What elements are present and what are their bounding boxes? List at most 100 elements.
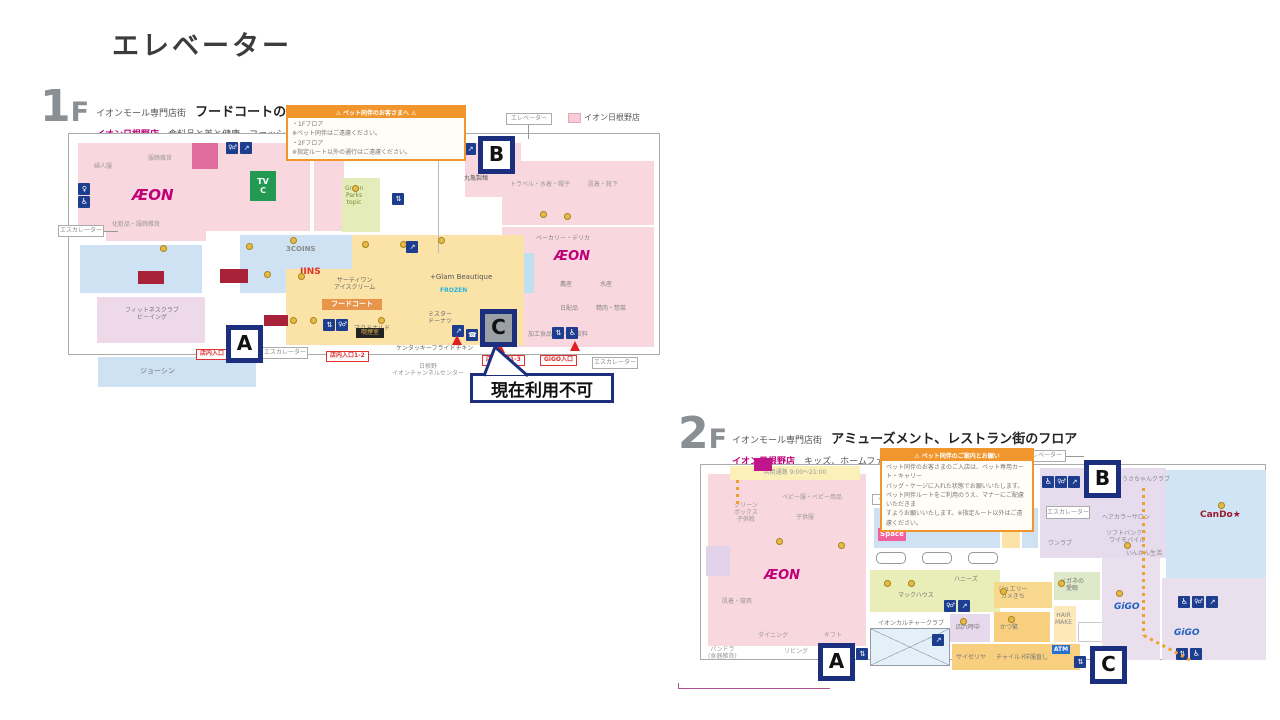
marugame-label: 丸亀製麺 <box>464 175 489 182</box>
coin-icon <box>290 237 297 244</box>
elevator-marker-c: C <box>480 309 517 347</box>
map-block: 洋服直し <box>1024 654 1049 661</box>
map-block: ジュエリー カメきち <box>998 586 1028 601</box>
map-region <box>502 161 654 225</box>
gigo-logo: GiGO <box>1114 602 1140 612</box>
aeon-logo: ÆON <box>132 186 174 204</box>
escalator-icon: ↗ <box>932 634 944 646</box>
entrance-label: GiGO入口 <box>540 355 578 366</box>
map-block <box>1066 456 1084 457</box>
annotation-line <box>678 688 830 689</box>
map-block: 化粧品・服飾雑貨 <box>112 221 161 228</box>
map-region <box>870 570 1000 612</box>
escalator-icon: ↗ <box>1206 596 1218 608</box>
coin-icon <box>838 542 845 549</box>
coin-icon <box>1008 616 1015 623</box>
escalator-sign: エスカレーター <box>58 225 104 237</box>
restroom-icon: ♀♂ <box>1192 596 1204 608</box>
elevator-marker-a: A <box>226 325 263 363</box>
floor-1-label: 1F <box>40 81 90 132</box>
coin-icon <box>776 538 783 545</box>
floor-2-section: 2F イオンモール専門店街 アミューズメント、レストラン街のフロア イオン日根野… <box>678 412 1270 712</box>
floor-2-label: 2F <box>678 408 728 459</box>
entrance-label: 店内入口1-2 <box>326 351 369 362</box>
map-block: チャイルド <box>996 654 1026 661</box>
frozen-label: FROZEN <box>440 287 468 294</box>
coin-icon <box>264 271 271 278</box>
coin-icon <box>1116 590 1123 597</box>
event-space <box>870 628 950 666</box>
aeon-logo: ÆON <box>764 568 801 583</box>
map-block: ワンラブ <box>1048 540 1073 547</box>
restroom-icon: ♀♂ <box>944 600 956 612</box>
coin-icon <box>1124 542 1131 549</box>
coin-icon <box>1000 588 1007 595</box>
map-block: ギフト <box>824 632 843 639</box>
floor-1-section: 1F イオンモール専門店街 フードコートのフロア イオン日根野店 食料品と美と健… <box>40 85 665 410</box>
map-region <box>1166 470 1266 578</box>
map-region <box>192 143 218 169</box>
icecream-label: サーティワン アイスクリーム <box>334 277 376 292</box>
escalator-icon: ⇅ <box>392 193 404 205</box>
pet-route <box>736 480 739 506</box>
honeys-label: ハニーズ <box>954 576 978 583</box>
coin-icon <box>246 243 253 250</box>
map-block: 肌着・寝具 <box>722 598 753 605</box>
fitness-label: フィットネスクラブ ビーイング <box>125 307 179 322</box>
coin-icon <box>1218 502 1225 509</box>
entrance-arrow <box>570 341 580 351</box>
atm-sign: ATM <box>1052 645 1070 654</box>
glam-beautique-label: +Glam Beautique <box>430 273 493 281</box>
map-region <box>994 612 1050 642</box>
coin-icon <box>960 618 967 625</box>
wheelchair-icon: ♿ <box>1042 476 1054 488</box>
pet-notice-body: ペット同伴のお客さまのご入店は、ペット専用カート・キャリー バッグ・ケージに入れ… <box>886 464 1025 527</box>
joshin-label: ジョーシン <box>140 367 175 375</box>
escalator-icon: ⇅ <box>552 327 564 339</box>
escalator-sign: エスカレーター <box>592 357 638 369</box>
gigo-area <box>1162 578 1266 660</box>
legend: イオン日根野店 <box>568 112 640 123</box>
map-block: トラベル・水着・帽子 <box>510 181 571 188</box>
map-block: リビング <box>784 648 809 655</box>
wheelchair-icon: ♿ <box>1178 596 1190 608</box>
rest-bench <box>968 552 998 564</box>
wheelchair-icon: ♿ <box>1190 648 1202 660</box>
escalator-icon: ↗ <box>1068 476 1080 488</box>
pet-notice-title: ⚠ ペット同伴のお客さまへ ⚠ <box>288 107 464 118</box>
coin-icon <box>362 241 369 248</box>
coin-icon <box>290 317 297 324</box>
elevator-marker-b: B <box>1084 460 1121 498</box>
saizeriya-label: サイゼリヤ <box>956 654 987 661</box>
escalator-icon: ↗ <box>452 325 464 337</box>
map-block: 婦人服 <box>94 163 113 170</box>
culture-club-label: イオンカルチャークラブ <box>878 620 944 627</box>
map-block: 日配品 <box>560 305 579 312</box>
pet-route <box>1142 488 1145 636</box>
corridor-strip: 共用通路 9:00〜21:00 <box>730 466 860 480</box>
coin-icon <box>564 213 571 220</box>
softbank-label: ソフトバンク・ ワイモバイル <box>1106 530 1149 545</box>
coin-icon <box>298 273 305 280</box>
pet-notice-title: ⚠ ペット同伴のご案内とお願い <box>882 450 1032 461</box>
pet-notice-body: ・1Fフロア ※ペット同伴はご遠慮ください。 ・2Fフロア ※指定ルート以外の通… <box>292 121 412 156</box>
phone-icon: ☎ <box>466 329 478 341</box>
restroom-icon: ♀♂ <box>226 142 238 154</box>
entrance-label: 店内入口1-3 <box>482 355 525 366</box>
map-block <box>104 231 118 232</box>
wheelchair-icon: ♿ <box>78 196 90 208</box>
tvc-store: TV C <box>250 171 276 201</box>
map-region <box>80 245 202 293</box>
pet-notice-1f: ⚠ ペット同伴のお客さまへ ⚠ ・1Fフロア ※ペット同伴はご遠慮ください。 ・… <box>286 105 466 162</box>
coin-icon <box>884 580 891 587</box>
mister-donut-label: ミスター ドーナツ <box>428 311 453 326</box>
rest-bench <box>876 552 906 564</box>
entrance-arrow <box>452 335 462 345</box>
gigo-area <box>1102 558 1160 660</box>
coin-icon <box>908 580 915 587</box>
kfc-label: ケンタッキーフライドチキン <box>396 345 474 352</box>
pet-notice-2f: ⚠ ペット同伴のご案内とお願い ペット同伴のお客さまのご入店は、ペット専用カート… <box>880 448 1034 533</box>
escalator-sign: エスカレーター <box>1046 506 1090 519</box>
map-block: ベーカリー・デリカ <box>536 235 591 242</box>
